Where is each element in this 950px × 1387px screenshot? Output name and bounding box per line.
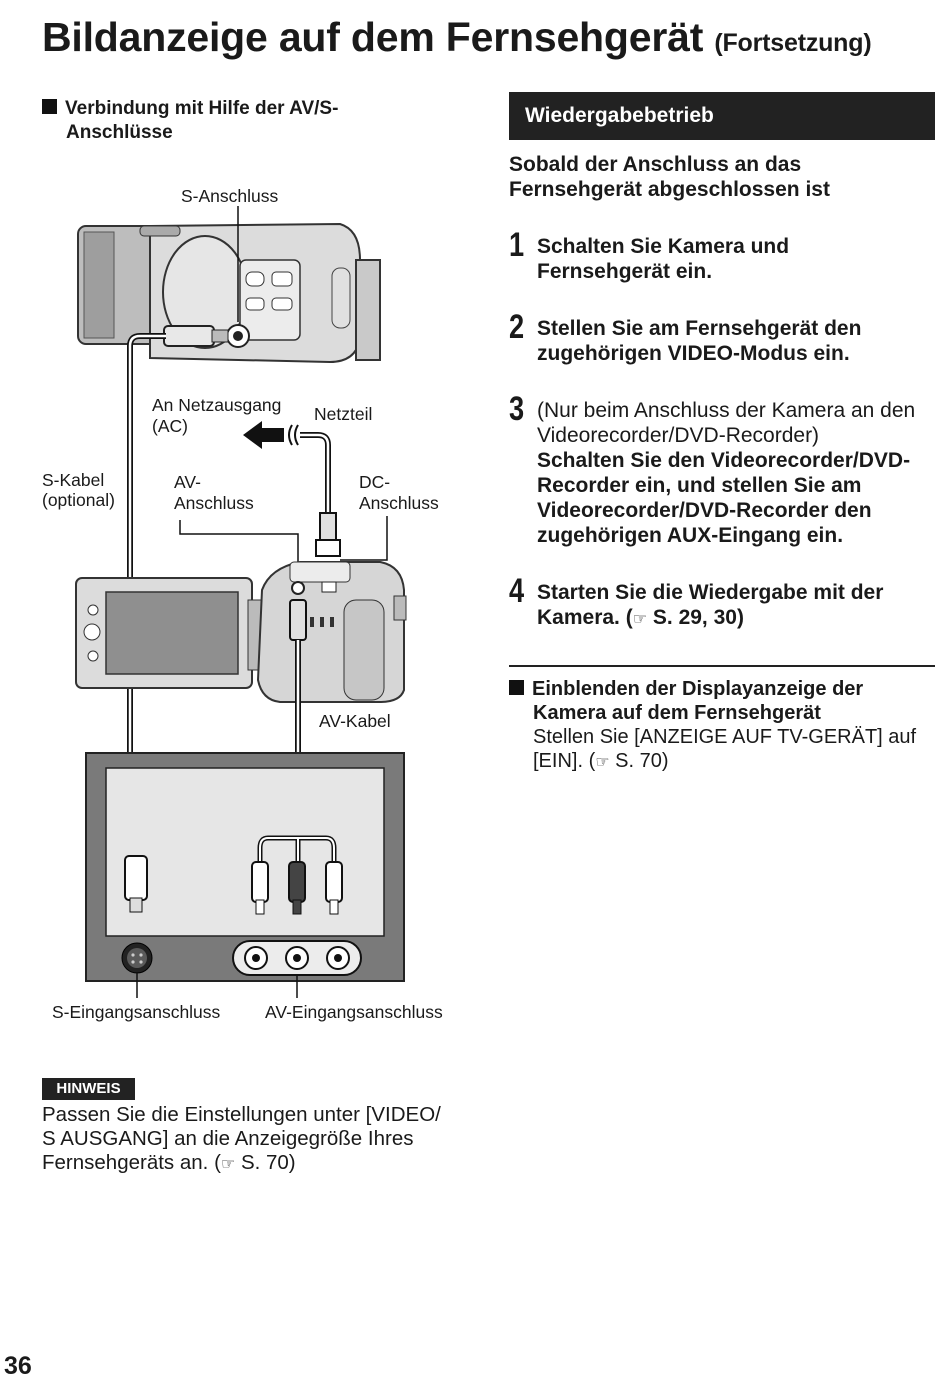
step-text: Fernsehgerät ein. (537, 260, 713, 283)
intro-line1: Sobald der Anschluss an das (509, 153, 802, 176)
step-number: 4 (509, 572, 525, 610)
intro-line2: Fernsehgerät abgeschlossen ist (509, 178, 830, 201)
page-title-main: Bildanzeige auf dem Fernsehgerät (42, 14, 704, 60)
step-text: zugehörigen AUX-Eingang ein. (537, 524, 844, 547)
step-text: (Nur beim Anschluss der Kamera an den (537, 399, 916, 422)
step-text: Videorecorder/DVD-Recorder) (537, 424, 820, 447)
square-bullet-icon (42, 99, 57, 114)
label-s-anschluss: S-Anschluss (181, 186, 279, 206)
section-heading-av-s: Verbindung mit Hilfe der AV/S- Anschlüss… (42, 97, 422, 145)
display-overlay-section: Einblenden der Displayanzeige der Kamera… (509, 677, 937, 775)
step-text: Stellen Sie am Fernsehgerät den (537, 317, 862, 340)
hinweis-text: Passen Sie die Einstellungen unter [VIDE… (42, 1103, 462, 1177)
power-cable-line (300, 432, 331, 515)
step-text: Schalten Sie den Videorecorder/DVD- (537, 449, 911, 472)
hinweis-line1: Passen Sie die Einstellungen unter [VIDE… (42, 1103, 441, 1126)
display-page-ref: S. 70) (609, 750, 669, 772)
hinweis-line2: S AUSGANG] an die Anzeigegröße Ihres (42, 1127, 414, 1150)
step-text: Recorder ein, und stellen Sie am (537, 474, 862, 497)
step-text: Kamera. ( (537, 606, 633, 629)
camcorder-side-illustration (77, 222, 381, 364)
label-dc-anschluss: DC- (359, 472, 391, 492)
label-dc-anschluss-2: Anschluss (359, 493, 439, 513)
label-netzausgang-ac: (AC) (152, 416, 188, 436)
label-av-eingangsanschluss: AV-Eingangsanschluss (265, 1002, 443, 1022)
step-text: Starten Sie die Wiedergabe mit der (537, 581, 884, 604)
label-av-anschluss: AV- (174, 472, 201, 492)
hinweis-badge: HINWEIS (42, 1078, 135, 1100)
section-banner-wiedergabebetrieb: Wiedergabebetrieb (509, 92, 935, 140)
step-3: 3 (Nur beim Anschluss der Kamera an den … (509, 390, 937, 548)
section-heading-line1: Verbindung mit Hilfe der AV/S- (65, 98, 339, 119)
connection-diagram (75, 206, 407, 998)
label-netzteil: Netzteil (314, 404, 373, 424)
step-number: 3 (509, 390, 525, 428)
label-s-eingangsanschluss: S-Eingangsanschluss (52, 1002, 221, 1022)
display-text-line1: Stellen Sie [ANZEIGE AUF TV-GERÄT] auf (533, 726, 917, 748)
arrow-left-icon (243, 421, 284, 449)
display-heading-line2: Kamera auf dem Fernsehgerät (533, 702, 821, 724)
step-number: 1 (509, 226, 525, 264)
label-av-anschluss-2: Anschluss (174, 493, 254, 513)
hinweis-line3: Fernsehgeräts an. ( (42, 1151, 221, 1174)
divider (509, 665, 935, 667)
step-1: 1 Schalten Sie Kamera und Fernsehgerät e… (509, 226, 937, 284)
rca-plugs (251, 861, 343, 915)
section-heading-line2: Anschlüsse (66, 122, 173, 143)
page-number: 36 (4, 1352, 32, 1380)
pointing-hand-icon: ☞ (632, 611, 648, 628)
step-text: zugehörigen VIDEO-Modus ein. (537, 342, 850, 365)
page-title: Bildanzeige auf dem Fernsehgerät (Fortse… (42, 14, 872, 61)
pointing-hand-icon: ☞ (220, 1156, 236, 1173)
label-netzausgang: An Netzausgang (152, 395, 282, 415)
step-4: 4 Starten Sie die Wiedergabe mit der Kam… (509, 572, 937, 632)
display-text-line2: [EIN]. ( (533, 750, 596, 772)
s-cable-plug-tv (124, 855, 148, 913)
step-number: 2 (509, 308, 525, 346)
step-page-ref: S. 29, 30) (647, 606, 744, 629)
page-title-subtitle: (Fortsetzung) (714, 29, 872, 57)
intro-heading: Sobald der Anschluss an das Fernsehgerät… (509, 152, 929, 202)
step-text: Schalten Sie Kamera und (537, 235, 790, 258)
hinweis-page-ref: S. 70) (235, 1151, 296, 1174)
square-bullet-icon (509, 680, 524, 695)
step-text: Videorecorder/DVD-Recorder den (537, 499, 872, 522)
label-s-kabel: S-Kabel (42, 470, 105, 490)
label-s-kabel-optional: (optional) (42, 490, 115, 510)
pointing-hand-icon: ☞ (595, 754, 610, 771)
display-heading-line1: Einblenden der Displayanzeige der (532, 678, 864, 700)
label-av-kabel: AV-Kabel (319, 711, 391, 731)
camcorder-back-illustration (75, 561, 407, 703)
step-2: 2 Stellen Sie am Fernsehgerät den zugehö… (509, 308, 937, 366)
